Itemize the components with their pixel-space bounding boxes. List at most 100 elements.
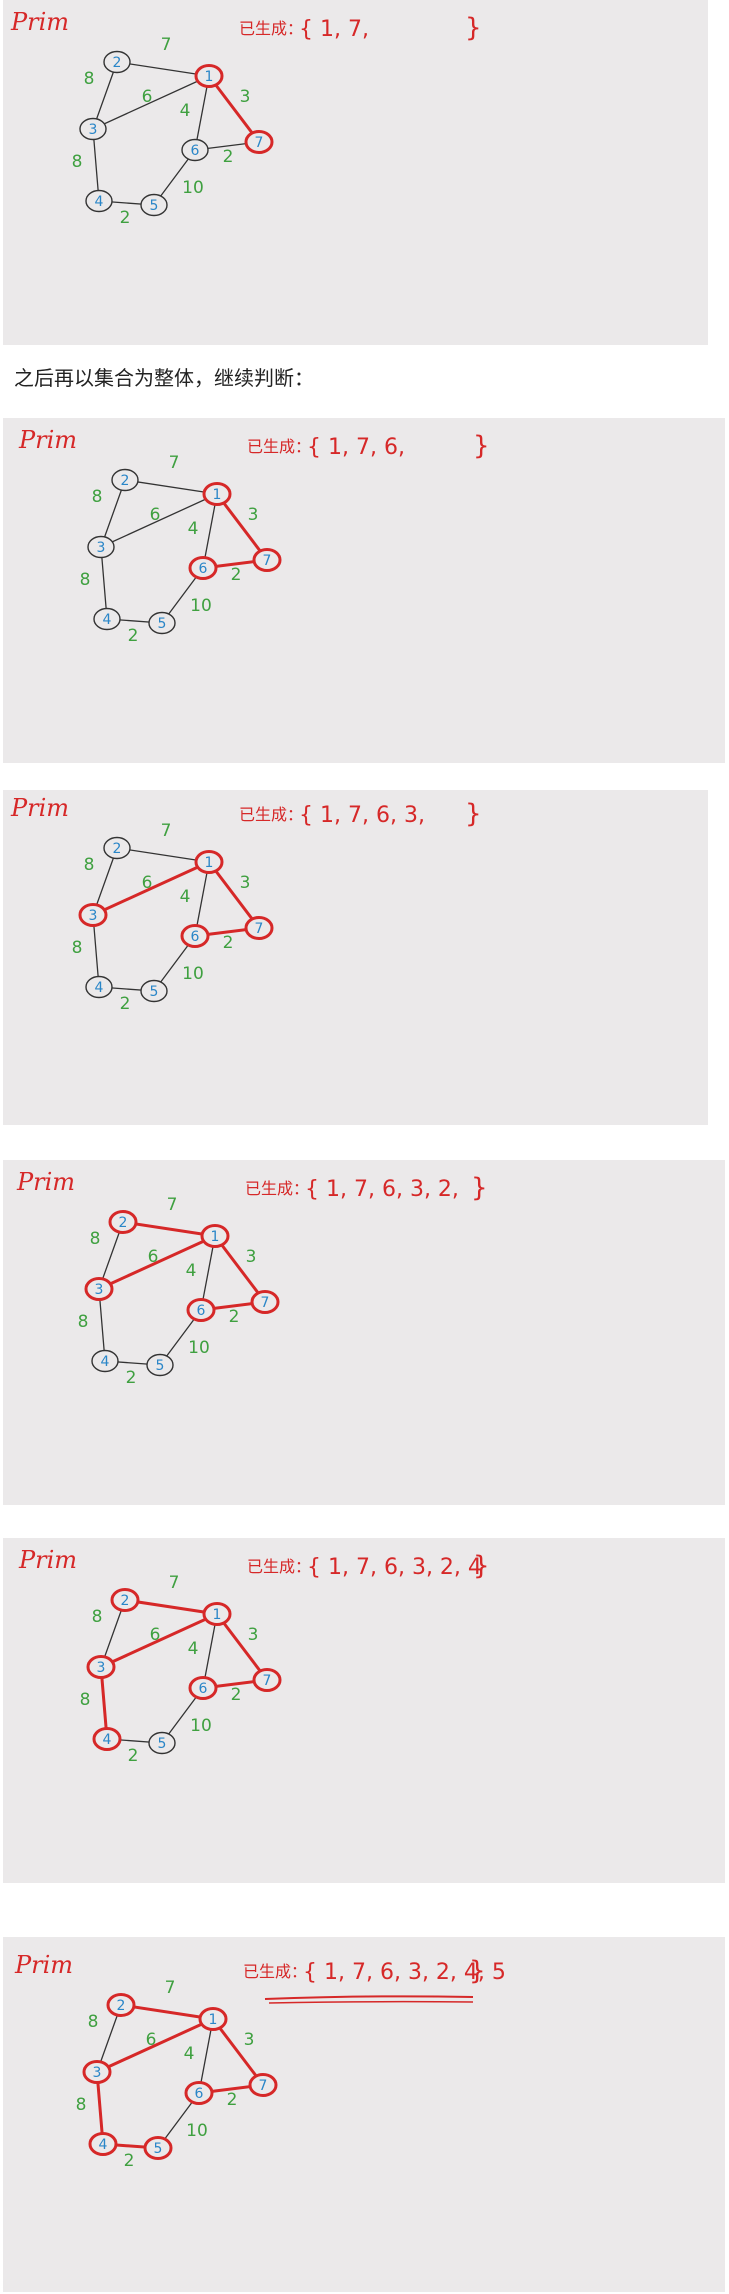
generated-label: 已生成： xyxy=(243,1962,307,1981)
edge-2-1-selected xyxy=(123,1598,219,1616)
node-6-selected xyxy=(186,1298,216,1322)
node-label-1: 1 xyxy=(213,1607,222,1623)
set-closing-brace: } xyxy=(465,13,482,43)
node-5 xyxy=(146,1353,174,1377)
node-4-selected xyxy=(92,1727,122,1751)
node-7-selected xyxy=(244,916,274,940)
edge-3-4 xyxy=(92,914,100,988)
weight-2-3: 8 xyxy=(92,1607,103,1627)
weight-3-4: 8 xyxy=(80,570,91,590)
node-label-2: 2 xyxy=(119,1215,128,1231)
node-label-3: 3 xyxy=(89,908,98,924)
node-3-selected xyxy=(78,903,108,927)
node-label-3: 3 xyxy=(95,1282,104,1298)
node-4-selected xyxy=(88,2132,118,2156)
weight-1-7: 3 xyxy=(248,505,259,525)
node-3 xyxy=(87,535,115,559)
weight-1-7: 3 xyxy=(244,2030,255,2050)
weight-2-3: 8 xyxy=(84,69,95,89)
node-label-1: 1 xyxy=(205,855,214,871)
node-1-selected xyxy=(194,64,224,88)
weight-3-1: 6 xyxy=(142,87,153,107)
edge-3-1 xyxy=(100,493,218,548)
edge-1-7-selected xyxy=(207,74,261,144)
result-underline xyxy=(268,2000,474,2004)
node-label-1: 1 xyxy=(205,69,214,85)
node-label-1: 1 xyxy=(211,1229,220,1245)
node-4 xyxy=(91,1349,119,1373)
generated-set: { 1, 7, 6, 3, 2, xyxy=(305,1177,459,1202)
weight-2-1: 7 xyxy=(169,453,180,473)
weight-4-5: 2 xyxy=(124,2151,135,2171)
generated-set: { 1, 7, 6, 3, xyxy=(299,803,425,828)
node-2 xyxy=(111,468,139,492)
weight-1-7: 3 xyxy=(248,1625,259,1645)
edge-1-6 xyxy=(198,2018,214,2094)
generated-set: { 1, 7, xyxy=(299,17,369,42)
node-label-2: 2 xyxy=(117,1998,126,2014)
edge-3-1-selected xyxy=(99,1612,219,1669)
weight-2-3: 8 xyxy=(90,1229,101,1249)
weight-1-6: 4 xyxy=(180,101,191,121)
weight-3-1: 6 xyxy=(150,1625,161,1645)
generated-label: 已生成： xyxy=(247,437,311,456)
node-label-7: 7 xyxy=(263,1673,272,1689)
node-label-2: 2 xyxy=(121,473,130,489)
edge-1-6 xyxy=(200,1235,216,1311)
edge-3-1 xyxy=(92,75,210,130)
weight-5-6: 10 xyxy=(182,178,204,198)
weight-3-1: 6 xyxy=(150,505,161,525)
edge-3-1-selected xyxy=(97,1234,217,1291)
node-label-3: 3 xyxy=(89,122,98,138)
prim-label: Prim xyxy=(18,426,77,454)
node-label-3: 3 xyxy=(93,2065,102,2081)
node-label-6: 6 xyxy=(199,1681,208,1697)
prim-label: Prim xyxy=(10,794,69,822)
node-1-selected xyxy=(198,2007,228,2031)
result-underline xyxy=(264,1995,474,2000)
node-label-2: 2 xyxy=(113,841,122,857)
node-label-2: 2 xyxy=(113,55,122,71)
node-6-selected xyxy=(180,924,210,948)
set-closing-brace: } xyxy=(465,799,482,829)
edge-1-7-selected xyxy=(213,1234,267,1304)
node-label-5: 5 xyxy=(154,2141,163,2157)
node-7-selected xyxy=(250,1290,280,1314)
weight-6-7: 2 xyxy=(227,2090,238,2110)
weight-6-7: 2 xyxy=(223,147,234,167)
node-6-selected xyxy=(184,2081,214,2105)
node-label-1: 1 xyxy=(213,487,222,503)
node-label-7: 7 xyxy=(255,921,264,937)
node-1-selected xyxy=(194,850,224,874)
generated-label: 已生成： xyxy=(239,19,303,38)
set-closing-brace: } xyxy=(473,1551,490,1581)
weight-2-3: 8 xyxy=(88,2012,99,2032)
edge-3-4-selected xyxy=(95,2070,105,2146)
weight-3-1: 6 xyxy=(142,873,153,893)
edge-2-3 xyxy=(100,479,126,548)
node-3-selected xyxy=(82,2060,112,2084)
weight-5-6: 10 xyxy=(190,596,212,616)
node-6-selected xyxy=(188,556,218,580)
prim-label: Prim xyxy=(14,1951,73,1979)
node-3 xyxy=(79,117,107,141)
generated-label: 已生成： xyxy=(239,805,303,824)
edge-3-4 xyxy=(100,546,108,620)
node-label-6: 6 xyxy=(195,2086,204,2102)
node-label-6: 6 xyxy=(191,143,200,159)
node-label-4: 4 xyxy=(101,1354,110,1370)
node-4 xyxy=(85,975,113,999)
weight-2-1: 7 xyxy=(169,1573,180,1593)
node-7-selected xyxy=(252,1668,282,1692)
node-3-selected xyxy=(86,1655,116,1679)
prim-label: Prim xyxy=(18,1546,77,1574)
node-7-selected xyxy=(252,548,282,572)
weight-3-4: 8 xyxy=(72,938,83,958)
weight-4-5: 2 xyxy=(120,208,131,228)
node-label-4: 4 xyxy=(99,2137,108,2153)
generated-label: 已生成： xyxy=(245,1179,309,1198)
